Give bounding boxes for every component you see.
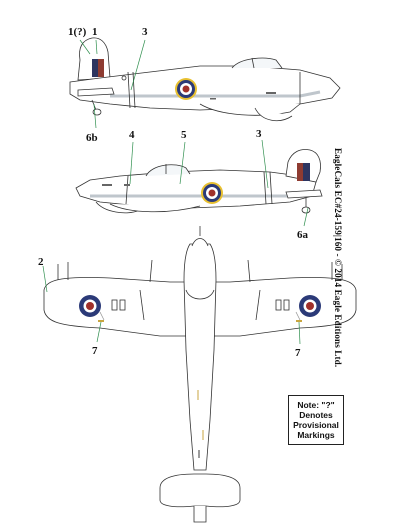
callout-3-top: 3 bbox=[142, 26, 148, 38]
callout-6a: 6a bbox=[297, 229, 309, 241]
callout-2: 2 bbox=[38, 256, 44, 268]
note-line-1: Note: "?" bbox=[297, 400, 335, 410]
callout-3-middle: 3 bbox=[256, 128, 262, 140]
callout-6b: 6b bbox=[86, 132, 98, 144]
provisional-markings-note: Note: "?" Denotes Provisional Markings bbox=[288, 395, 344, 445]
note-line-4: Markings bbox=[297, 430, 335, 440]
callout-7-left: 7 bbox=[92, 345, 98, 357]
callout-5: 5 bbox=[181, 129, 187, 141]
note-line-3: Provisional bbox=[293, 420, 339, 430]
roundel-top-profile bbox=[175, 78, 197, 100]
top-side-profile bbox=[69, 37, 341, 122]
roundel-middle-profile bbox=[201, 182, 223, 204]
underside-plan-view bbox=[43, 226, 357, 523]
roundel-underside-right bbox=[299, 295, 321, 317]
middle-side-profile bbox=[75, 149, 323, 214]
roundel-underside-left bbox=[79, 295, 101, 317]
leader-lines-top bbox=[79, 39, 146, 129]
note-line-2: Denotes bbox=[299, 410, 333, 420]
leader-lines-middle bbox=[129, 139, 309, 227]
copyright-side-text: EagleCals EC#24-159|160 - © 2014 Eagle E… bbox=[333, 148, 343, 368]
callout-7-right: 7 bbox=[295, 347, 301, 359]
callout-1-provisional: 1(?) bbox=[68, 26, 87, 38]
callout-4: 4 bbox=[129, 129, 135, 141]
callout-1: 1 bbox=[92, 26, 98, 38]
leader-lines-underside bbox=[42, 265, 301, 345]
